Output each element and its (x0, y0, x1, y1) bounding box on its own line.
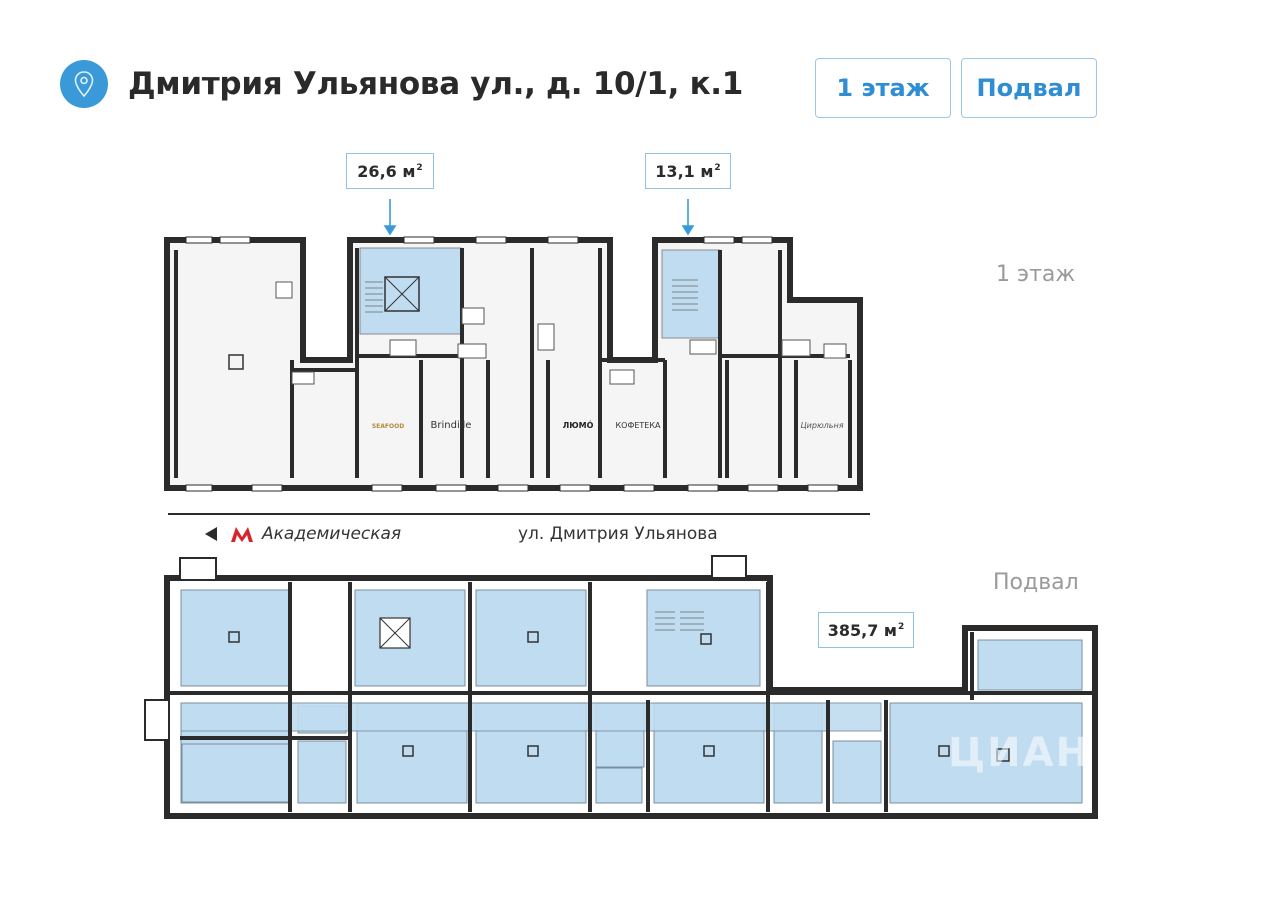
map-pin-icon (74, 71, 94, 98)
street-name-label: ул. Дмитрия Ульянова (518, 524, 718, 544)
metro-station-label: Академическая (262, 524, 402, 544)
location-pin (60, 60, 108, 108)
area-unit-sup: 2 (714, 163, 721, 173)
floor-tag-first: 1 этаж (996, 262, 1076, 287)
arrow-left-icon (205, 527, 217, 541)
area-value: 385,7 м (827, 620, 897, 640)
tenant-label-seafood: SEAFOOD (372, 423, 404, 430)
watermark-logo: ЦИАН (948, 730, 1092, 776)
floor-tag-basement: Подвал (993, 570, 1079, 595)
page-title: Дмитрия Ульянова ул., д. 10/1, к.1 (128, 66, 744, 102)
area-value: 26,6 м (357, 161, 416, 181)
highlighted-unit-13-1[interactable] (661, 249, 721, 339)
tenant-label-brindille: Brindille (431, 420, 472, 431)
arrow-down-icon (383, 199, 397, 236)
arrow-down-icon (681, 199, 695, 236)
highlighted-unit-26-6[interactable] (359, 247, 462, 335)
area-value: 13,1 м (655, 161, 714, 181)
tenant-label-lyumo: ЛЮМÓ (563, 419, 594, 430)
area-unit-sup: 2 (416, 163, 423, 173)
tenant-label-tsiryulnya: Цирюльня (800, 421, 843, 430)
floor-1-button[interactable]: 1 этаж (815, 58, 951, 118)
first-floor-plan: SEAFOOD Brindille ЛЮМÓ КОФЕТЕКА Цирюльня (164, 236, 863, 492)
basement-button[interactable]: Подвал (961, 58, 1097, 118)
basement-plan (144, 555, 1098, 819)
metro-logo-icon (231, 527, 253, 542)
tenant-label-kofeteka: КОФЕТЕКА (615, 421, 661, 430)
basement-rooms[interactable] (180, 589, 1083, 804)
area-unit-sup: 2 (898, 622, 905, 632)
